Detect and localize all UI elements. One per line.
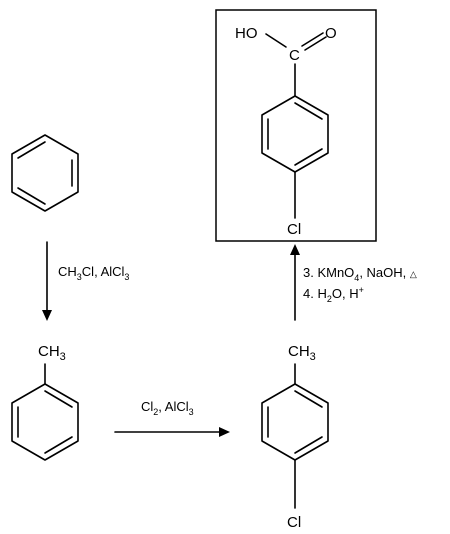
double-bond bbox=[17, 141, 46, 159]
c-o-double-bond bbox=[304, 36, 327, 51]
toluene-ring bbox=[11, 383, 79, 461]
double-bond bbox=[294, 390, 323, 408]
double-bond bbox=[294, 436, 323, 454]
chlorotoluene-ring bbox=[261, 383, 329, 461]
double-bond bbox=[294, 148, 323, 166]
product-molecule: HO O C Cl bbox=[235, 25, 337, 238]
arrow-step3 bbox=[290, 244, 300, 321]
chlorotoluene-molecule: CH3 Cl bbox=[261, 343, 329, 531]
benzene-molecule bbox=[11, 134, 79, 212]
methyl-label: CH3 bbox=[288, 343, 316, 363]
double-bond bbox=[44, 390, 73, 408]
carbonyl-oxygen-label: O bbox=[325, 25, 337, 42]
product-box bbox=[215, 9, 377, 242]
arrow-step1 bbox=[42, 241, 52, 321]
chlorine-label: Cl bbox=[287, 514, 301, 531]
double-bond bbox=[44, 436, 73, 454]
toluene-molecule: CH3 bbox=[11, 343, 79, 461]
c-oh-bond bbox=[265, 33, 287, 48]
c-o-double-bond bbox=[301, 32, 324, 47]
reagent-step4: 4. H2O, H+ bbox=[303, 285, 364, 304]
double-bond bbox=[17, 187, 46, 205]
methyl-label: CH3 bbox=[38, 343, 66, 363]
arrow-step2 bbox=[114, 427, 230, 437]
reagent-step1: CH3Cl, AlCl3 bbox=[58, 264, 129, 282]
reagent-step3: 3. KMnO4, NaOH, △ bbox=[303, 265, 417, 283]
chlorine-label: Cl bbox=[287, 221, 301, 238]
carbon-label: C bbox=[289, 47, 300, 64]
hydroxyl-label: HO bbox=[235, 25, 258, 42]
reagent-step2: Cl2, AlCl3 bbox=[141, 399, 194, 417]
product-ring bbox=[261, 95, 329, 173]
double-bond bbox=[294, 102, 323, 120]
benzene-ring bbox=[11, 134, 79, 212]
